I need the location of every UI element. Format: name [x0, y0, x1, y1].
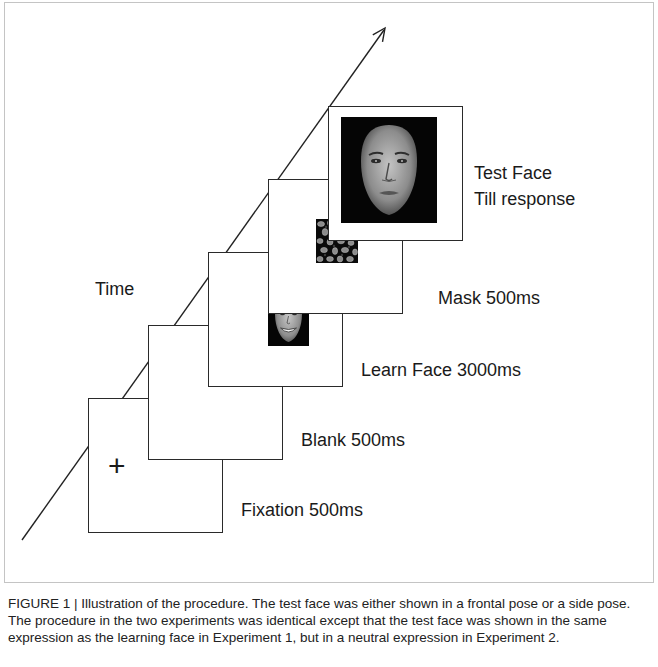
fixation-cross: + [108, 448, 126, 484]
text-slot: Test Face Till response [474, 160, 579, 212]
figure-frame [5, 3, 654, 583]
caption-slot: FIGURE 1 | Illustration of the procedure… [8, 596, 650, 647]
screen-label: Fixation 500ms [241, 500, 363, 522]
text-slot: Blank 500ms [301, 430, 405, 452]
text-slot: Fixation 500ms [241, 500, 363, 522]
text-slot: Mask 500ms [438, 288, 540, 310]
screen-label: Blank 500ms [301, 430, 405, 452]
axis-label: Time [95, 279, 134, 300]
text-slot: + [108, 448, 126, 484]
figure-caption: FIGURE 1 | Illustration of the procedure… [8, 596, 650, 647]
screen-label: Test Face Till response [474, 160, 579, 212]
screen-label: Learn Face 3000ms [361, 360, 521, 382]
text-slot: Learn Face 3000ms [361, 360, 521, 382]
test-face-picture [341, 117, 437, 223]
screen-label: Mask 500ms [438, 288, 540, 310]
screen-frame: Test Face Till response [328, 106, 463, 241]
arrow-head [373, 28, 385, 42]
label-slot: Time [95, 279, 134, 300]
